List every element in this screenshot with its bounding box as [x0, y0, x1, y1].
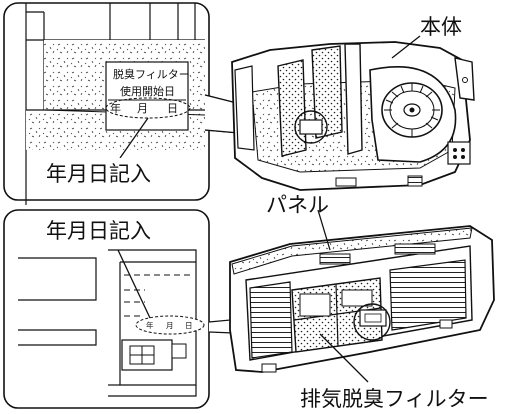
filter-tag: 脱臭フィルター 使用開始日 年 月 日 [105, 61, 191, 131]
panel-tag: 年 月 日 [135, 315, 205, 335]
fan-wheel [381, 82, 443, 138]
date-entry-label-top: 年月日記入 [46, 162, 151, 186]
inset-panel-tag: 年 月 日 年月日記入 [3, 209, 210, 409]
panel-illustration: パネル [229, 193, 495, 373]
panel-label: パネル [266, 193, 329, 217]
filter-tag-line2: 使用開始日 [120, 84, 175, 98]
filter-tag-line1: 脱臭フィルター [113, 67, 190, 81]
date-entry-label-bottom: 年月日記入 [46, 219, 151, 243]
panel-tag-year: 年 [146, 320, 154, 330]
filter-tag-month: 月 [137, 102, 148, 115]
main-unit-illustration: 本体 [231, 15, 475, 191]
filter-tag-day: 日 [167, 102, 178, 115]
exhaust-filter-label: 排気脱臭フィルター [300, 387, 489, 411]
panel-tag-month: 月 [166, 321, 174, 330]
inset-filter-tag: 脱臭フィルター 使用開始日 年 月 日 年月日記入 [3, 2, 210, 205]
main-unit-label: 本体 [420, 15, 462, 39]
panel-tag-day: 日 [185, 321, 193, 330]
filter-tag-year: 年 [110, 101, 121, 115]
